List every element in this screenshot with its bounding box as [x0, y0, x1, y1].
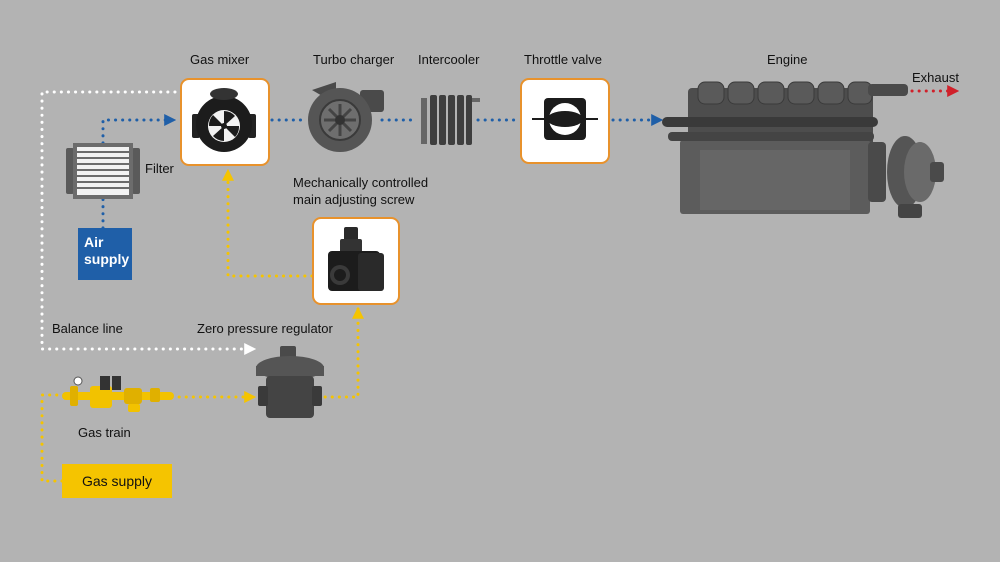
mechanical-screw-label-line1: Mechanically controlled [293, 175, 429, 190]
zero-pressure-regulator-icon [256, 346, 324, 418]
throttle-valve-icon [532, 98, 598, 140]
filter-label: Filter [145, 161, 174, 176]
gas-supply-label: Gas supply [81, 473, 153, 489]
engine-icon [662, 81, 944, 218]
exhaust-label: Exhaust [912, 70, 959, 85]
intercooler-label: Intercooler [418, 52, 480, 67]
zero-pressure-regulator-label: Zero pressure regulator [197, 321, 333, 336]
gas-supply-to-train-line [40, 393, 64, 483]
gas-supply-box: Gas supply [62, 464, 172, 498]
throttle-valve-box [520, 78, 610, 164]
mechanical-screw-label-line2: main adjusting screw [293, 192, 415, 207]
regulator-to-adjusting-screw-line [316, 306, 364, 399]
gas-mixer-icon [192, 88, 256, 152]
gas-train-label: Gas train [78, 425, 131, 440]
air-supply-label-line1: Air [84, 234, 104, 250]
balance-line-label: Balance line [52, 321, 123, 336]
air-supply-label-line2: supply [84, 251, 130, 267]
filter-icon [66, 143, 140, 199]
engine-label: Engine [767, 52, 808, 67]
air-supply-box: Air supply [78, 228, 132, 280]
adjusting-screw-icon [328, 227, 384, 291]
gas-mixer-box [180, 78, 270, 166]
intercooler-icon [421, 95, 480, 145]
throttle-valve-label: Throttle valve [524, 52, 603, 67]
turbo-charger-label: Turbo charger [313, 52, 395, 67]
gas-mixer-label: Gas mixer [190, 52, 250, 67]
balance-line-path [40, 90, 257, 355]
adjusting-screw-to-mixer-line [222, 168, 314, 278]
turbo-charger-icon [308, 82, 384, 152]
gas-train-icon [62, 376, 174, 412]
adjusting-screw-box [312, 217, 400, 305]
filter-to-mixer-line [101, 114, 177, 145]
